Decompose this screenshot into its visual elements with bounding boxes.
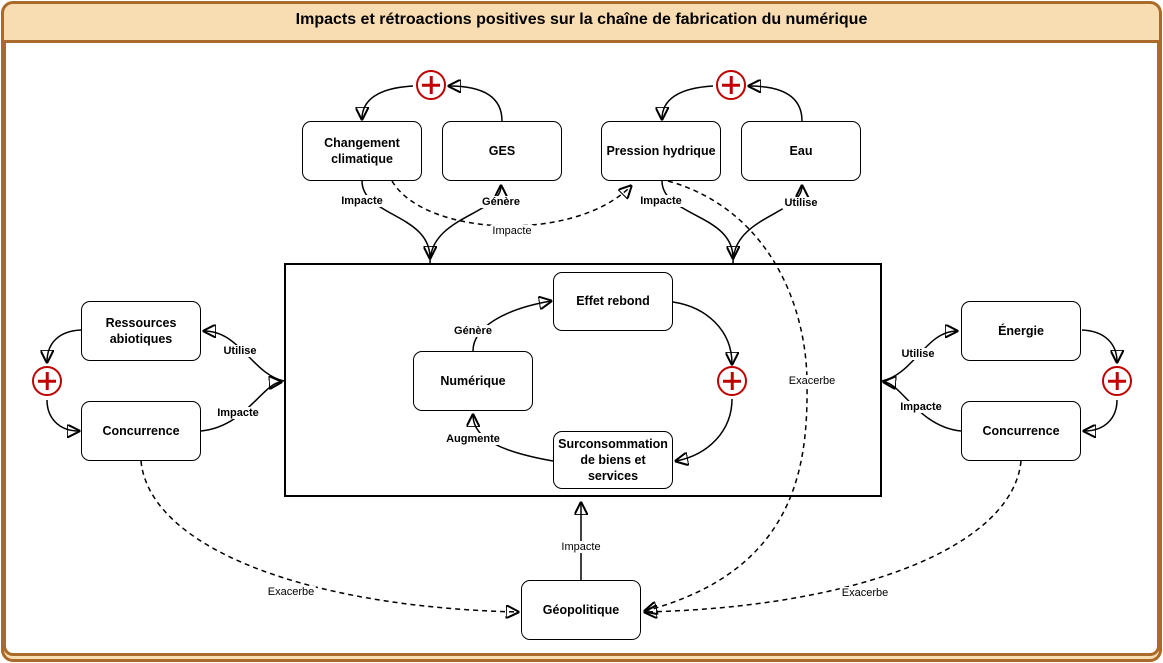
edge-label-exacerbe-droite: Exacerbe <box>839 587 891 599</box>
edge-label-impacte-cc-ph: Impacte <box>490 225 534 237</box>
edge-label-utilise-eau: Utilise <box>782 197 820 209</box>
edge-label-utilise-energie: Utilise <box>899 348 937 360</box>
edge-label-genere-ges: Génère <box>480 196 522 208</box>
node-effet-rebond: Effet rebond <box>553 272 673 331</box>
edge-label-impacte-cc: Impacte <box>339 195 385 207</box>
page-title: Impacts et rétroactions positives sur la… <box>295 11 868 28</box>
node-numerique: Numérique <box>413 351 533 411</box>
positive-feedback-icon <box>716 70 746 100</box>
node-pression-hydrique: Pression hydrique <box>601 121 721 181</box>
node-surconsommation: Surconsommation de biens et services <box>553 431 673 489</box>
edge-label-exacerbe-ph-geo: Exacerbe <box>786 375 838 387</box>
edge-label-impacte-concurrence-droite: Impacte <box>898 401 944 413</box>
node-changement-climatique: Changement climatique <box>302 121 422 181</box>
node-geopolitique: Géopolitique <box>521 580 641 640</box>
node-ressources-abiotiques: Ressources abiotiques <box>81 301 201 361</box>
node-ges: GES <box>442 121 562 181</box>
node-concurrence-gauche: Concurrence <box>81 401 201 461</box>
edge-label-impacte-concurrence-gauche: Impacte <box>215 407 261 419</box>
edge-label-impacte-ph: Impacte <box>638 195 684 207</box>
edge-label-genere-rebond: Génère <box>452 325 494 337</box>
node-energie: Énergie <box>961 301 1081 361</box>
positive-feedback-icon <box>1102 366 1132 396</box>
positive-feedback-icon <box>717 366 747 396</box>
edge-label-impacte-geo: Impacte <box>559 541 603 553</box>
positive-feedback-icon <box>32 366 62 396</box>
positive-feedback-icon <box>416 70 446 100</box>
node-concurrence-droite: Concurrence <box>961 401 1081 461</box>
edge-label-utilise-ressources: Utilise <box>221 345 259 357</box>
edge-label-exacerbe-gauche: Exacerbe <box>265 586 317 598</box>
edge-label-augmente: Augmente <box>444 433 502 445</box>
node-eau: Eau <box>741 121 861 181</box>
